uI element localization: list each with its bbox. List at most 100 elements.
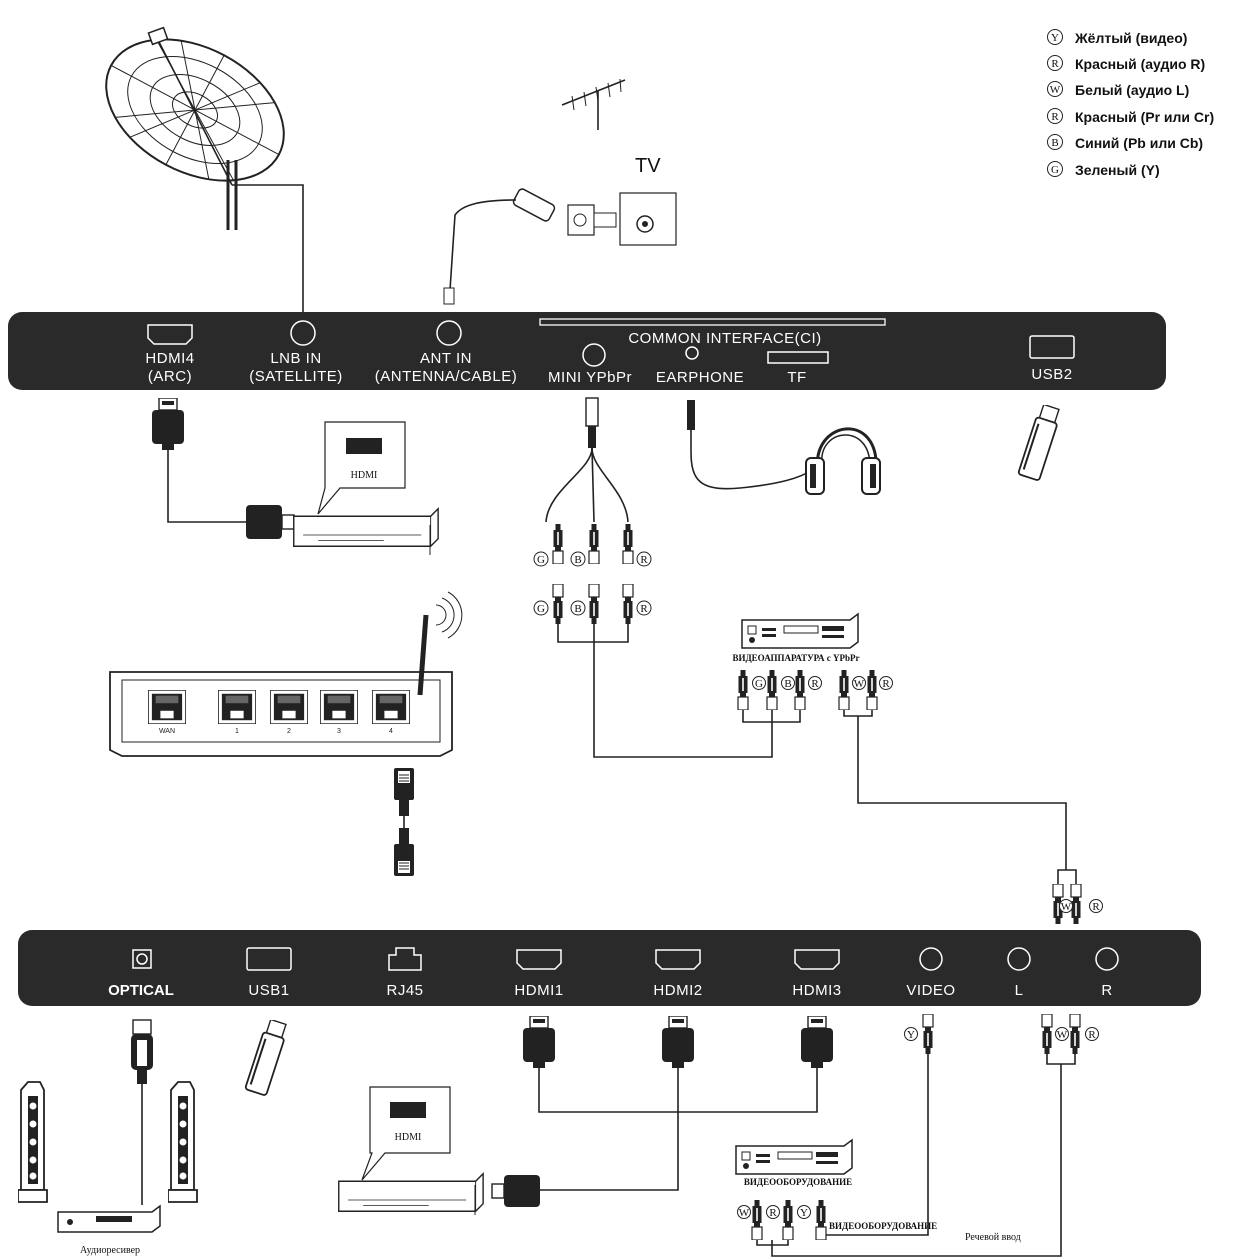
lnb-label: LNB IN xyxy=(270,350,321,367)
hdmi-plug-icon xyxy=(246,505,295,539)
legend-item: W Белый (аудио L) xyxy=(1047,81,1189,98)
router-port-label: 3 xyxy=(337,728,341,735)
usb-stick-icon xyxy=(243,1020,290,1097)
hdmi-box-label: HDMI xyxy=(351,470,378,481)
plug-letter: R xyxy=(769,1207,777,1219)
router-port-label: 2 xyxy=(287,728,291,735)
usb2-port[interactable]: USB2 xyxy=(1029,335,1075,383)
mini-ypbpr-port[interactable]: MINI YPbPr xyxy=(548,343,632,386)
ci-slot[interactable]: COMMON INTERFACE(CI) xyxy=(539,318,886,347)
optical-cable xyxy=(131,1019,153,1205)
plug-letter: R xyxy=(1092,901,1100,913)
legend-label: Синий (Pb или Cb) xyxy=(1075,135,1203,151)
wall-antenna-socket xyxy=(567,192,677,246)
hdmi-plug-icon xyxy=(522,1016,556,1068)
plug-letter: B xyxy=(784,678,791,690)
plug-letter: R xyxy=(1088,1029,1096,1041)
plug-letter: W xyxy=(1057,1029,1068,1041)
bottom-connector-panel: OPTICAL USB1 RJ45 HDMI1 HDMI2 HDMI3 VIDE… xyxy=(18,930,1201,1006)
hdmi-plug-icon xyxy=(151,398,185,450)
legend-code: G xyxy=(1051,164,1059,176)
audio-r-port[interactable]: R xyxy=(1095,947,1119,999)
router-port-label: 1 xyxy=(235,728,239,735)
plug-letter: G xyxy=(755,678,763,690)
hdmi-device-box: HDMI xyxy=(293,421,439,555)
top-connector-panel: HDMI4 (ARC) LNB IN (SATELLITE) ANT IN (A… xyxy=(8,312,1166,390)
legend-code: R xyxy=(1051,111,1059,123)
ant-in-port[interactable]: ANT IN (ANTENNA/CABLE) xyxy=(375,320,518,385)
antenna-cable xyxy=(443,188,556,305)
earphone-label: EARPHONE xyxy=(656,369,744,386)
lnb-in-port[interactable]: LNB IN (SATELLITE) xyxy=(249,320,343,385)
hdmi-plug-icon xyxy=(661,1016,695,1068)
rj45-label: RJ45 xyxy=(386,982,423,999)
satellite-cable xyxy=(232,184,304,312)
hdmi4-sub-label: (ARC) xyxy=(148,368,192,385)
hdmi4-cable xyxy=(167,450,250,523)
legend-label: Красный (аудио R) xyxy=(1075,56,1205,72)
video-equipment-label: ВИДЕООБОРУДОВАНИЕ xyxy=(744,1177,852,1187)
hdmi-bottom-cables xyxy=(538,1068,818,1191)
optical-port[interactable]: OPTICAL xyxy=(108,949,174,999)
plug-letter: Y xyxy=(800,1207,808,1219)
plug-letter: R xyxy=(882,678,890,690)
plug-letter: G xyxy=(537,554,545,566)
ypbpr-breakout-cable xyxy=(545,397,629,523)
legend-code: W xyxy=(1050,84,1061,96)
hdmi1-port[interactable]: HDMI1 xyxy=(514,949,563,999)
hdmi2-label: HDMI2 xyxy=(653,982,702,999)
plug-letter: W xyxy=(739,1207,750,1219)
audio-receiver-label: Аудиоресивер xyxy=(80,1245,140,1256)
audio-l-label: L xyxy=(1015,982,1024,999)
tv-antenna-icon xyxy=(561,78,626,130)
video-equipment-device: ВИДЕООБОРУДОВАНИЕ W R Y ВИДЕООБОРУДОВАНИ… xyxy=(735,1139,1021,1246)
tf-card-slot[interactable]: TF xyxy=(767,351,829,386)
hdmi-box-label: HDMI xyxy=(395,1132,422,1143)
rj45-port[interactable]: RJ45 xyxy=(386,947,423,999)
video-rca-cable: Y xyxy=(819,1014,934,1236)
router-port-label: 4 xyxy=(389,728,393,735)
tv-label: TV xyxy=(635,155,661,177)
plug-letter: R xyxy=(640,554,648,566)
video-equipment-label-2: ВИДЕООБОРУДОВАНИЕ xyxy=(829,1221,937,1231)
hdmi4-label: HDMI4 xyxy=(145,350,194,367)
usb1-port[interactable]: USB1 xyxy=(246,947,292,999)
mini-ypbpr-label: MINI YPbPr xyxy=(548,369,632,386)
audio-rca-cable: W R xyxy=(771,1014,1099,1257)
legend-label: Белый (аудио L) xyxy=(1075,82,1189,98)
legend-item: R Красный (Pr или Cr) xyxy=(1047,108,1214,125)
legend-item: Y Жёлтый (видео) xyxy=(1047,29,1187,46)
legend-item: R Красный (аудио R) xyxy=(1047,55,1205,72)
ypbpr-rca-plugs-lower: G B R xyxy=(533,584,773,758)
plug-letter: R xyxy=(640,603,648,615)
plug-letter: B xyxy=(574,554,581,566)
hdmi2-port[interactable]: HDMI2 xyxy=(653,949,702,999)
hdmi3-label: HDMI3 xyxy=(792,982,841,999)
ethernet-cable xyxy=(393,768,415,876)
ypbpr-rca-plugs-upper: G B R xyxy=(533,524,652,567)
color-legend: Y Жёлтый (видео) R Красный (аудио R) W Б… xyxy=(1047,29,1214,178)
hdmi4-port[interactable]: HDMI4 (ARC) xyxy=(145,324,194,385)
speaker-right-icon xyxy=(168,1081,198,1203)
optical-label: OPTICAL xyxy=(108,982,174,999)
router-icon: WAN 1 2 3 4 xyxy=(109,591,463,757)
audio-receiver-icon xyxy=(57,1204,161,1233)
speaker-left-icon xyxy=(18,1081,48,1203)
earphone-port[interactable]: EARPHONE xyxy=(656,346,744,386)
hdmi-plug-icon xyxy=(491,1175,540,1207)
usb-stick-icon xyxy=(1016,405,1063,482)
legend-item: G Зеленый (Y) xyxy=(1047,161,1160,178)
plug-letter: W xyxy=(854,678,865,690)
earphone-cable xyxy=(687,400,813,490)
audio-l-port[interactable]: L xyxy=(1007,947,1031,999)
plug-letter: B xyxy=(574,603,581,615)
video-label: VIDEO xyxy=(906,982,955,999)
ant-sub-label: (ANTENNA/CABLE) xyxy=(375,368,518,385)
audio-rca-plugs: W R xyxy=(1052,869,1103,924)
video-port[interactable]: VIDEO xyxy=(906,947,955,999)
audio-r-label: R xyxy=(1101,982,1112,999)
hdmi3-port[interactable]: HDMI3 xyxy=(792,949,841,999)
legend-code: Y xyxy=(1051,32,1059,44)
satellite-dish-icon xyxy=(105,26,285,230)
